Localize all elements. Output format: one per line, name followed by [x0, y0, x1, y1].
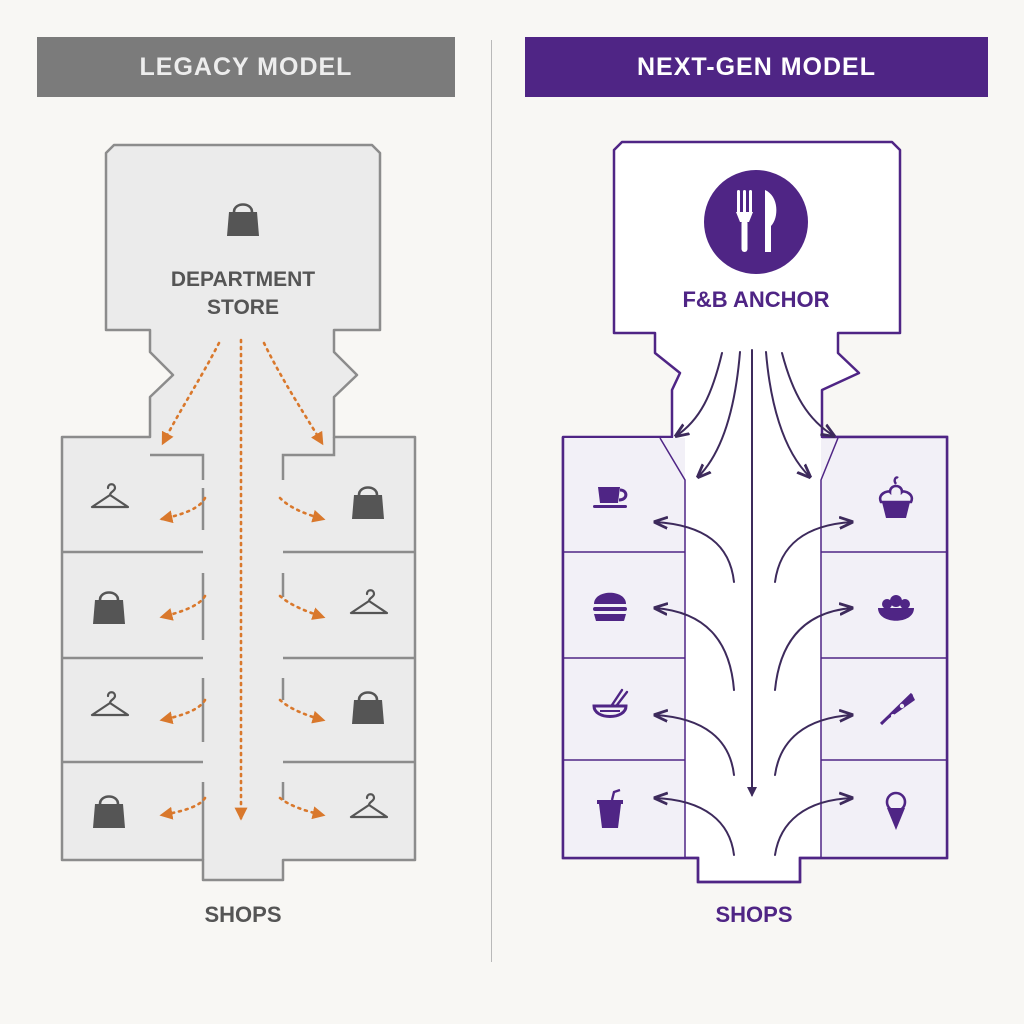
- legacy-outline: [60, 143, 417, 882]
- next-gen-model-banner: NEXT-GEN MODEL: [525, 37, 988, 97]
- next-gen-flow-arrows: [655, 349, 852, 856]
- legacy-flow-arrows: [159, 338, 326, 821]
- department-store-label-line2: STORE: [207, 296, 279, 319]
- left-shop-zone: [564, 438, 685, 857]
- department-store-label-line1: DEPARTMENT: [171, 268, 315, 291]
- fork-knife-icon: [704, 170, 808, 274]
- legacy-shop-walls: [62, 437, 415, 860]
- next-gen-shops-label: SHOPS: [715, 902, 792, 927]
- legacy-floor-plan: DEPARTMENT STORE SHOPS: [60, 143, 417, 927]
- next-gen-shop-walls: [564, 437, 946, 858]
- legacy-model-banner: LEGACY MODEL: [37, 37, 455, 97]
- center-divider: [491, 40, 492, 962]
- legacy-shops-label: SHOPS: [204, 902, 281, 927]
- fb-anchor-label: F&B ANCHOR: [682, 287, 829, 312]
- next-gen-floor-plan: F&B ANCHOR SHOPS: [561, 140, 949, 927]
